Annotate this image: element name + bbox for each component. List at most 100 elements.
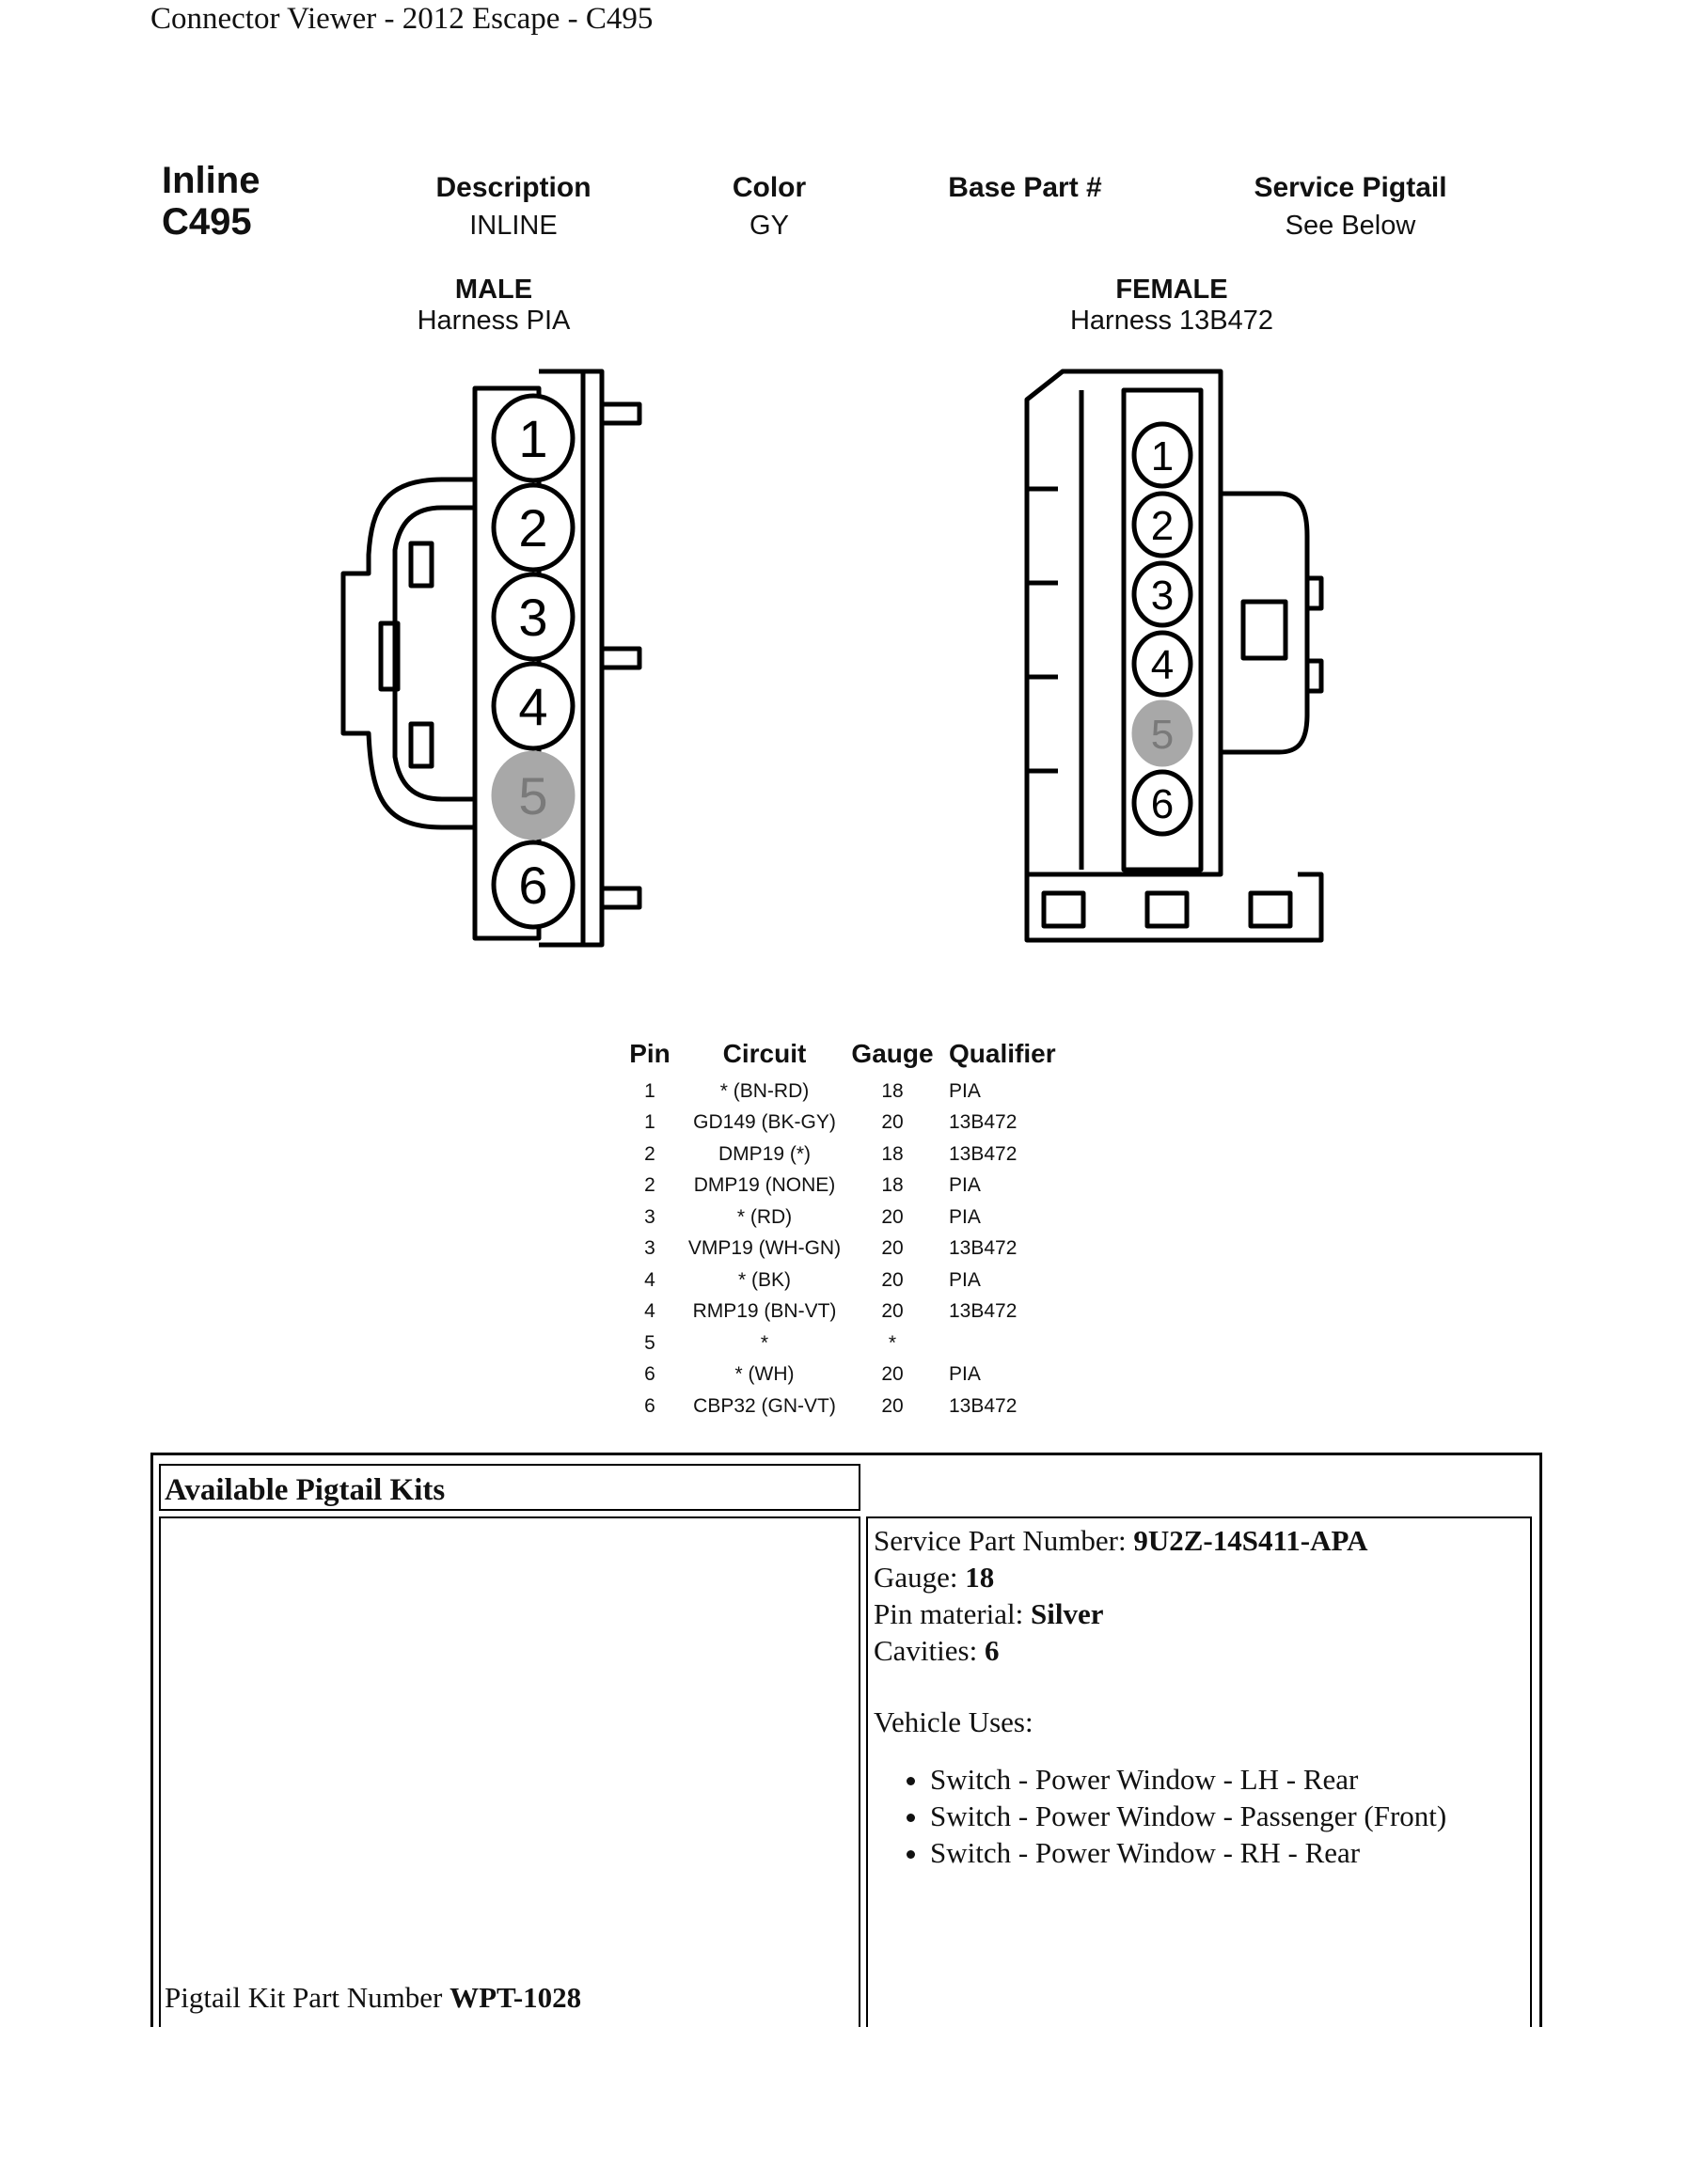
pin-cell: 5: [644, 1331, 655, 1354]
pigtail-kits-title-cell: Available Pigtail Kits: [159, 1464, 860, 1511]
base-part-column: Base Part #: [884, 171, 1166, 243]
male-clip-tab-bottom: [408, 721, 434, 769]
female-latch-tab-top: [1304, 575, 1324, 611]
connector-name: Inline C495: [162, 160, 260, 243]
cavities-line: Cavities: 6: [874, 1632, 1530, 1669]
male-clip-tab-top: [408, 541, 434, 589]
male-pin-4: [491, 661, 576, 751]
circuit-cell: RMP19 (BN-VT): [692, 1300, 837, 1323]
pigtail-kit-cell: Pigtail Kit Part Number WPT-1028: [159, 1516, 860, 2027]
male-clip-body: [340, 477, 475, 830]
gauge-value: 18: [965, 1561, 995, 1594]
circuit-cell: * (BK): [737, 1268, 791, 1291]
female-pin-label: 5: [1151, 712, 1174, 758]
pin-table-header-row: Pin Circuit Gauge Qualifier: [616, 1032, 1062, 1076]
pin-cell: 2: [644, 1174, 655, 1197]
qualifier-cell: PIA: [949, 1363, 981, 1386]
circuit-cell: * (WH): [734, 1363, 795, 1386]
female-pin-1: [1131, 421, 1193, 489]
pin-cell: 4: [644, 1300, 655, 1323]
pigtail-kits-section: Available Pigtail Kits Pigtail Kit Part …: [150, 1453, 1542, 2027]
gauge-cell: 20: [881, 1394, 904, 1417]
description-value: INLINE: [469, 211, 558, 241]
base-part-label: Base Part #: [948, 172, 1102, 203]
qualifier-cell: PIA: [949, 1079, 981, 1102]
male-latch-mid: [602, 646, 642, 670]
female-latch-body: [1221, 491, 1310, 755]
female-base: [1024, 872, 1324, 943]
vehicle-uses-label: Vehicle Uses:: [874, 1705, 1033, 1738]
connector-type: Inline: [162, 160, 260, 201]
service-pigtail-value: See Below: [1285, 211, 1416, 241]
gauge-cell: 20: [881, 1363, 904, 1386]
service-pigtail-column: Service Pigtail See Below: [1209, 171, 1491, 243]
pin-cell: 3: [644, 1237, 655, 1260]
male-pin-label: 2: [518, 498, 547, 558]
pin-table: Pin Circuit Gauge Qualifier 1* (BN-RD)18…: [616, 1032, 1062, 1422]
circuit-column-header: Circuit: [722, 1039, 807, 1068]
gauge-line: Gauge: 18: [874, 1559, 1530, 1595]
female-pin-label: 2: [1151, 503, 1174, 549]
qualifier-cell: PIA: [949, 1174, 981, 1197]
gauge-cell: 18: [881, 1142, 904, 1165]
gauge-cell: *: [888, 1331, 897, 1354]
qualifier-cell: PIA: [949, 1205, 981, 1228]
male-pin-label: 4: [518, 677, 547, 736]
qualifier-cell: 13B472: [949, 1300, 1018, 1323]
gauge-cell: 18: [881, 1174, 904, 1197]
male-pin-6: [491, 840, 576, 930]
female-base-foot-mid: [1144, 890, 1190, 929]
color-column: Color GY: [628, 171, 910, 243]
color-label: Color: [732, 172, 807, 203]
pin-cell: 6: [644, 1394, 655, 1417]
male-outer-shell: [539, 369, 605, 948]
male-pin-5: [491, 750, 576, 841]
pin-material-value: Silver: [1031, 1597, 1104, 1630]
male-label-block: MALE Harness PIA: [334, 275, 654, 337]
female-pin-frame: [1121, 387, 1204, 872]
female-harness-label: Harness 13B472: [1069, 306, 1274, 336]
gauge-cell: 20: [881, 1237, 904, 1260]
male-pin-label: 5: [518, 766, 547, 825]
table-row: 4 RMP19 (BN-VT) 20 13B472: [616, 1296, 1062, 1328]
base-part-value: [884, 209, 1166, 243]
gauge-cell: 20: [881, 1268, 904, 1291]
female-pin-2: [1131, 491, 1193, 558]
circuit-cell: GD149 (BK-GY): [693, 1111, 836, 1134]
female-pin-label: 3: [1151, 573, 1174, 619]
female-latch-tab-bottom: [1304, 658, 1324, 694]
gauge-cell: 20: [881, 1300, 904, 1323]
male-pin-3: [491, 572, 576, 662]
pin-cell: 3: [644, 1205, 655, 1228]
male-clip-inner: [392, 505, 475, 802]
circuit-cell: DMP19 (NONE): [693, 1174, 836, 1197]
vehicle-uses-list: Switch - Power Window - LH - Rear Switch…: [874, 1761, 1530, 1871]
gauge-label: Gauge:: [874, 1561, 966, 1594]
qualifier-cell: PIA: [949, 1268, 981, 1291]
table-row: 4 * (BK) 20 PIA: [616, 1265, 1062, 1296]
female-pin-3: [1131, 560, 1193, 628]
female-latch-window: [1240, 599, 1288, 661]
pigtail-kit-part: Pigtail Kit Part Number WPT-1028: [165, 1979, 581, 2016]
vehicle-use-item: Switch - Power Window - Passenger (Front…: [930, 1798, 1530, 1834]
pigtail-kits-title: Available Pigtail Kits: [165, 1473, 446, 1507]
gauge-column-header: Gauge: [851, 1039, 934, 1068]
male-gender-label: MALE: [454, 275, 533, 305]
color-value: GY: [749, 211, 789, 241]
cavities-value: 6: [984, 1634, 1000, 1667]
table-row: 5**: [616, 1328, 1062, 1359]
pin-column-header: Pin: [629, 1039, 670, 1068]
male-pin-label: 3: [518, 588, 547, 647]
qualifier-cell: 13B472: [949, 1237, 1018, 1260]
female-housing: [1024, 369, 1223, 877]
female-ribs: [1027, 486, 1058, 774]
male-pin-2: [491, 482, 576, 573]
pin-cell: 4: [644, 1268, 655, 1291]
circuit-cell: CBP32 (GN-VT): [693, 1394, 836, 1417]
table-row: 2 DMP19 (NONE) 18 PIA: [616, 1171, 1062, 1202]
female-base-foot-left: [1041, 890, 1086, 929]
